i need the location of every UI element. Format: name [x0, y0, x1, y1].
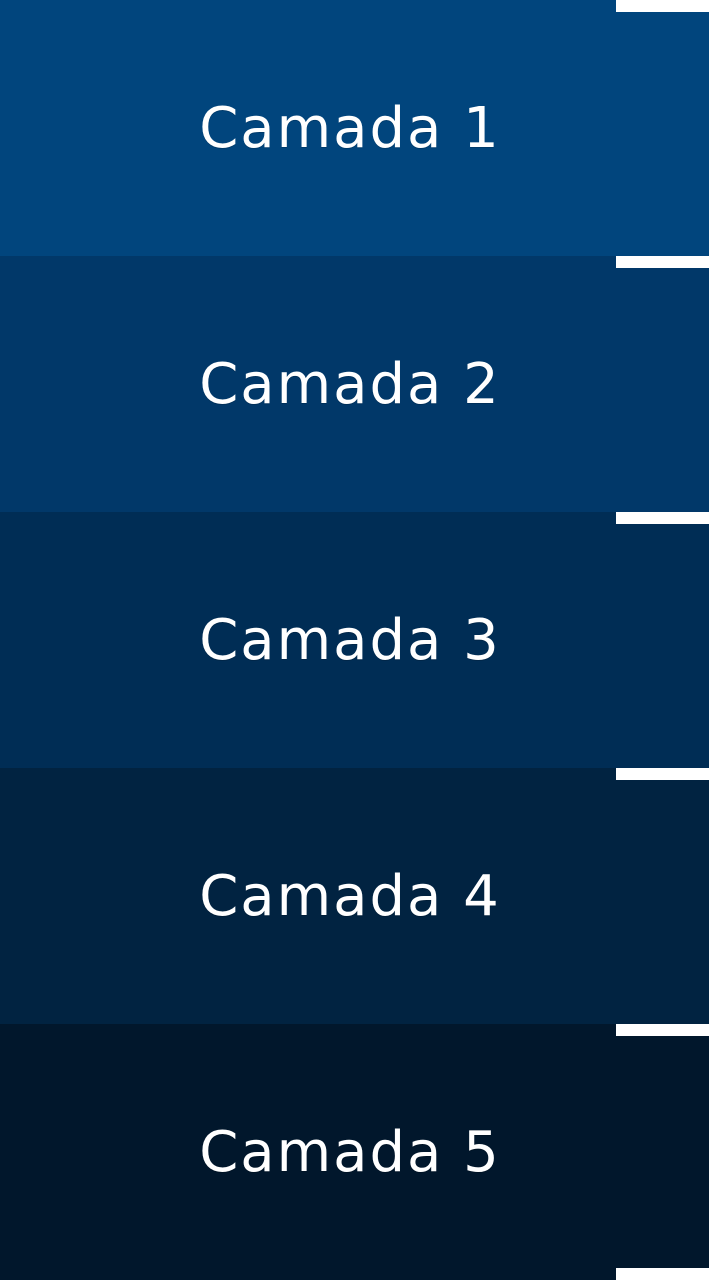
layer-2-button[interactable]: Camada 2 [0, 256, 720, 512]
layer-1-label: Camada 1 [199, 95, 501, 161]
layer-separator-notch [616, 0, 709, 12]
layer-separator-notch [616, 1268, 709, 1280]
layer-3-button[interactable]: Camada 3 [0, 512, 720, 768]
layer-4-label: Camada 4 [199, 863, 501, 929]
layer-separator-notch [616, 512, 709, 524]
layer-5-button[interactable]: Camada 5 [0, 1024, 720, 1280]
layer-separator-notch [616, 768, 709, 780]
layer-1-button[interactable]: Camada 1 [0, 0, 720, 256]
right-edge-gutter [709, 0, 720, 1280]
layer-5-label: Camada 5 [199, 1119, 501, 1185]
layer-separator-notch [616, 256, 709, 268]
layer-separator-notch [616, 1024, 709, 1036]
layer-4-button[interactable]: Camada 4 [0, 768, 720, 1024]
layer-3-label: Camada 3 [199, 607, 501, 673]
layer-2-label: Camada 2 [199, 351, 501, 417]
